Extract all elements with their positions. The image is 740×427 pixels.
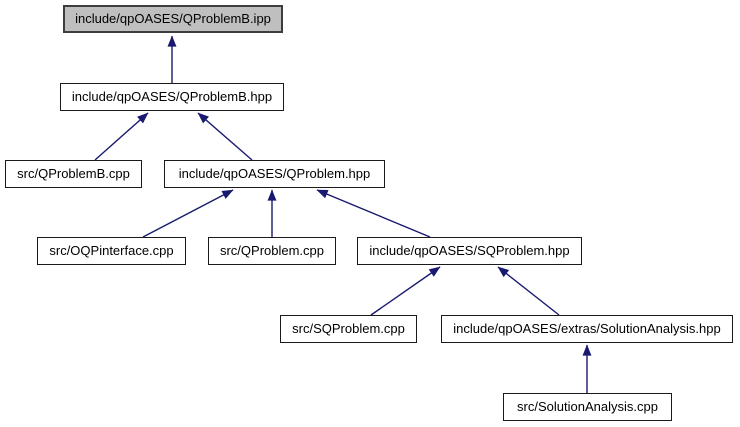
- node-qproblem-hpp[interactable]: include/qpOASES/QProblem.hpp: [164, 160, 385, 188]
- node-solutionanalysis-cpp[interactable]: src/SolutionAnalysis.cpp: [503, 393, 672, 421]
- edge-sqproblemcpp-to-sqproblemhpp: [370, 266, 441, 316]
- node-qproblemb-cpp[interactable]: src/QProblemB.cpp: [5, 160, 142, 188]
- node-sqproblem-hpp[interactable]: include/qpOASES/SQProblem.hpp: [357, 237, 582, 265]
- node-qproblem-cpp[interactable]: src/QProblem.cpp: [208, 237, 336, 265]
- edge-sqproblemhpp-to-qproblemhpp: [316, 189, 431, 238]
- edge-solutionanalysishpp-to-sqproblemhpp: [497, 266, 560, 316]
- edge-oqpinterfacecpp-to-qproblemhpp: [142, 189, 234, 238]
- edge-qproblembcpp-to-qproblembhpp: [94, 112, 149, 161]
- node-qproblemb-hpp[interactable]: include/qpOASES/QProblemB.hpp: [60, 83, 284, 111]
- edge-qproblemhpp-to-qproblembhpp: [197, 112, 253, 161]
- node-solutionanalysis-hpp[interactable]: include/qpOASES/extras/SolutionAnalysis.…: [441, 315, 733, 343]
- node-sqproblem-cpp[interactable]: src/SQProblem.cpp: [280, 315, 417, 343]
- node-qproblemb-ipp: include/qpOASES/QProblemB.ipp: [63, 5, 283, 33]
- node-oqpinterface-cpp[interactable]: src/OQPinterface.cpp: [37, 237, 186, 265]
